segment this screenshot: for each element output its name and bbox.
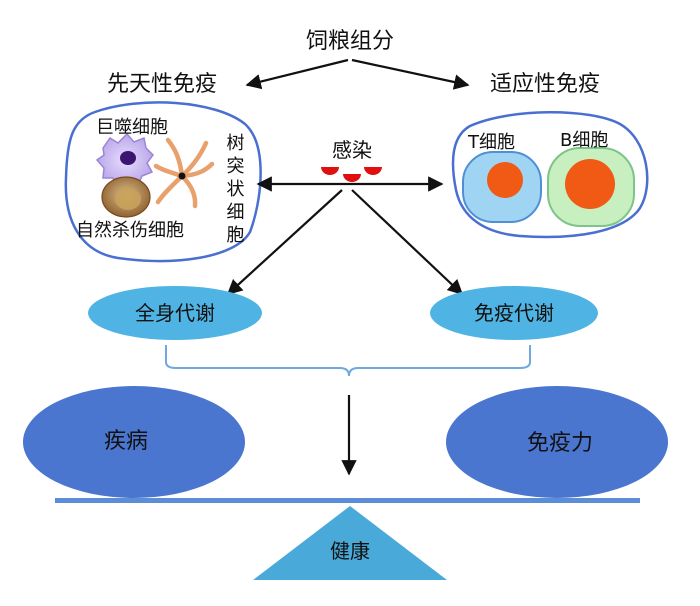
nk-nucleus: [115, 188, 141, 210]
immune-metabolism-label: 免疫代谢: [474, 301, 554, 325]
arrow-to-innate: [245, 58, 349, 90]
merge-brace: [165, 345, 531, 377]
macrophage-label: 巨噬细胞: [96, 117, 168, 138]
balance-beam: [55, 498, 640, 503]
health-label: 健康: [330, 539, 370, 563]
t-cell-label: T细胞: [467, 132, 515, 153]
systemic-metabolism-node: [88, 286, 262, 340]
arrow-to-systemic-metabolism: [226, 189, 343, 296]
arrow-to-adaptive: [351, 58, 470, 90]
pathogen-icon: [321, 167, 382, 182]
dendritic-nucleus: [178, 172, 186, 180]
arrow-to-immune-metabolism: [351, 189, 464, 296]
nk-cell-label: 自然杀伤细胞: [76, 220, 184, 241]
health-fulcrum: [253, 506, 447, 580]
immunity-node: [446, 386, 668, 498]
b-cell-nucleus: [565, 159, 615, 209]
title-text: 饲粮组分: [306, 29, 394, 54]
macrophage-nucleus: [120, 151, 136, 165]
dendritic-label: 树突状细胞: [224, 133, 245, 248]
infection-label: 感染: [332, 138, 372, 162]
immunity-label: 免疫力: [527, 431, 593, 456]
innate-immunity-label: 先天性免疫: [107, 72, 217, 97]
disease-label: 疾病: [104, 429, 148, 454]
disease-node: [23, 386, 245, 498]
t-cell-nucleus: [487, 162, 523, 198]
b-cell-label: B细胞: [560, 130, 608, 151]
systemic-metabolism-label: 全身代谢: [135, 301, 215, 325]
immune-metabolism-node: [430, 286, 598, 340]
adaptive-immunity-label: 适应性免疫: [490, 72, 600, 97]
